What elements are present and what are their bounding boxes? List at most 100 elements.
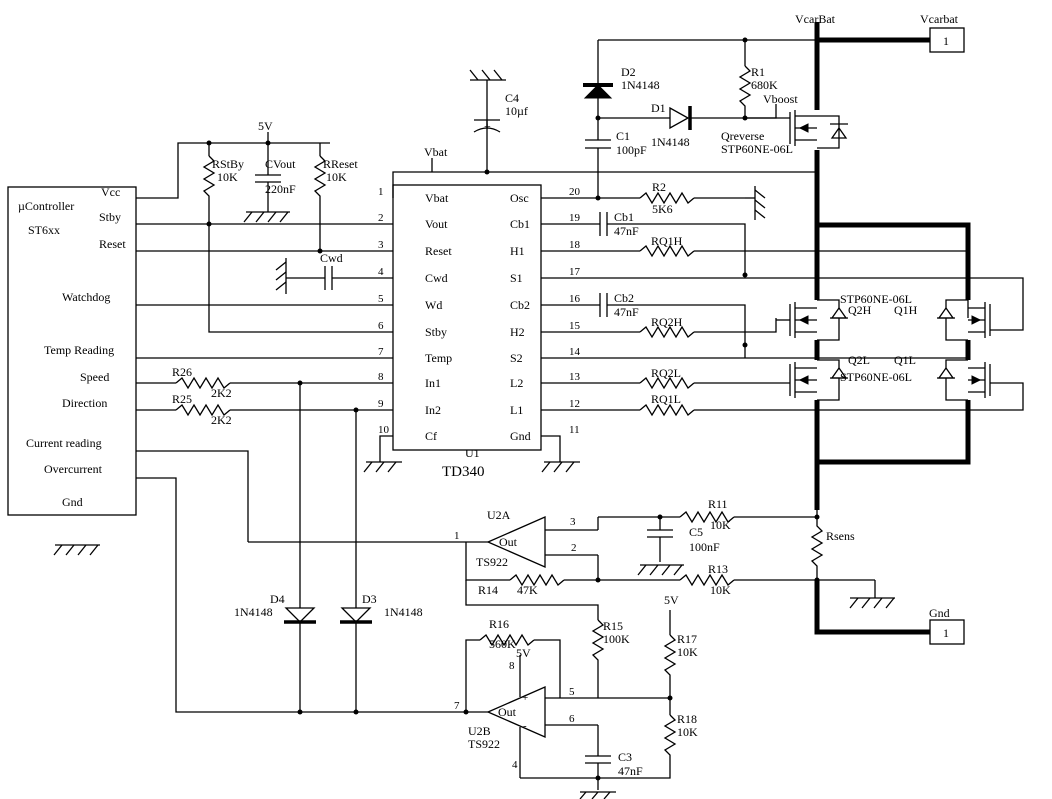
mosfet-q1h [937, 299, 991, 341]
r17-val: 10K [677, 645, 698, 659]
net-5v-bot: 5V [516, 646, 531, 660]
u1-pin-name: Reset [425, 244, 452, 258]
gnd-conn-label: Gnd [929, 606, 950, 620]
u1-pin-number: 5 [378, 293, 384, 305]
r18-val: 10K [677, 725, 698, 739]
r25-val: 2K2 [211, 413, 232, 427]
q2h-label: Q2H [848, 303, 872, 317]
q1l-label: Q1L [894, 353, 916, 367]
r26-ref: R26 [172, 365, 192, 379]
u1-pin-name: In1 [425, 376, 441, 390]
u2a-ref: U2A [487, 508, 511, 522]
u1-pin-number: 14 [569, 346, 581, 358]
u2a-out: Out [499, 535, 518, 549]
ground-symbol [754, 186, 766, 220]
gnd-conn-num: 1 [943, 626, 949, 640]
ground-symbol [637, 564, 684, 576]
c1-val: 100pF [616, 143, 647, 157]
q-bot-part: STP60NE-06L [840, 370, 912, 384]
c3-ref: C3 [618, 750, 632, 764]
u1-pin-name: In2 [425, 403, 441, 417]
r13-ref: R13 [708, 562, 728, 576]
u1-pin-number: 7 [378, 346, 384, 358]
c5-ref: C5 [689, 525, 703, 539]
d4-val: 1N4148 [234, 605, 273, 619]
cvout-ref: CVout [265, 157, 296, 171]
r18-ref: R18 [677, 712, 697, 726]
u1-pin-number: 19 [569, 212, 581, 224]
u1-pin-number: 20 [569, 186, 581, 198]
pin-label-temp: Temp Reading [44, 343, 114, 357]
opamp-u2a [136, 450, 599, 580]
qreverse-mosfet [789, 110, 848, 149]
u1-pin-name: Stby [425, 325, 447, 339]
r2-ref: R2 [652, 180, 666, 194]
u1-ref: U1 [465, 446, 480, 460]
u2a-pin-1: 1 [454, 530, 460, 542]
u1-pin-name: Cb1 [510, 217, 530, 231]
q2l-label: Q2L [848, 353, 870, 367]
microcontroller-block: µController ST6xx Vcc Stby Reset Watchdo… [7, 185, 137, 556]
u1-pin-number: 10 [378, 424, 390, 436]
u1-pin-number: 2 [378, 212, 384, 224]
u1-pin-number: 6 [378, 320, 384, 332]
u2b-plus: + [522, 692, 528, 704]
rreset-ref: RReset [323, 157, 358, 171]
u1-pin-number: 18 [569, 239, 581, 251]
d2-ref: D2 [621, 65, 636, 79]
u1-pin-name: Temp [425, 351, 452, 365]
r15-ref: R15 [603, 619, 623, 633]
u2b-pin-7: 7 [454, 700, 460, 712]
pin-label-direction: Direction [62, 396, 107, 410]
u2b-minus: - [523, 720, 527, 732]
ground-symbol [541, 461, 580, 473]
c4-ref: C4 [505, 91, 519, 105]
r11-ref: R11 [708, 497, 728, 511]
u2b-pin-4: 4 [512, 759, 518, 771]
vcarbat-conn-num: 1 [943, 34, 949, 48]
ground-symbol [53, 544, 100, 556]
qreverse-ref: Qreverse [721, 129, 764, 143]
r2-val: 5K6 [652, 202, 673, 216]
u1-pin-name: Cf [425, 429, 437, 443]
ground-symbol [363, 461, 402, 473]
u1-pin-number: 3 [378, 239, 384, 251]
controller-part: ST6xx [28, 223, 60, 237]
u1-pin-name: Cwd [425, 271, 448, 285]
wires: Vbat + [136, 22, 1024, 799]
r17-ref: R17 [677, 632, 697, 646]
u1-pin-number: 11 [569, 424, 580, 436]
rq1l-ref: RQ1L [651, 392, 681, 406]
pin-label-speed: Speed [80, 370, 109, 384]
d1-val: 1N4148 [651, 135, 690, 149]
r16-val: 560K [489, 637, 516, 651]
u1-pin-name: S2 [510, 351, 523, 365]
c4-val: 10µf [505, 104, 528, 118]
r14-val: 47K [517, 583, 538, 597]
u1-pin-name: Osc [510, 191, 529, 205]
ground-symbol [849, 580, 895, 609]
pin-label-gnd: Gnd [62, 495, 83, 509]
u2b-pin-6: 6 [569, 713, 575, 725]
r25-ref: R25 [172, 392, 192, 406]
u2a-pin-3: 3 [570, 516, 576, 528]
c3-val: 47nF [618, 764, 643, 778]
net-5v-mid: 5V [664, 593, 679, 607]
q-top-part: STP60NE-06L [840, 292, 912, 306]
u1-pin-name: S1 [510, 271, 523, 285]
u1-pin-number: 15 [569, 320, 581, 332]
d3-val: 1N4148 [384, 605, 423, 619]
u1-pin-name: H1 [510, 244, 525, 258]
opamp-u2b [486, 655, 670, 778]
pin-label-overcurrent: Overcurrent [44, 462, 103, 476]
qreverse-val: STP60NE-06L [721, 142, 793, 156]
pin-label-stby: Stby [99, 210, 121, 224]
vbat-label: Vbat [424, 145, 448, 159]
cb2-ref: Cb2 [614, 291, 634, 305]
pin-label-reset: Reset [99, 237, 126, 251]
mosfet-q2h [776, 299, 848, 341]
rq1h-ref: RQ1H [651, 234, 683, 248]
